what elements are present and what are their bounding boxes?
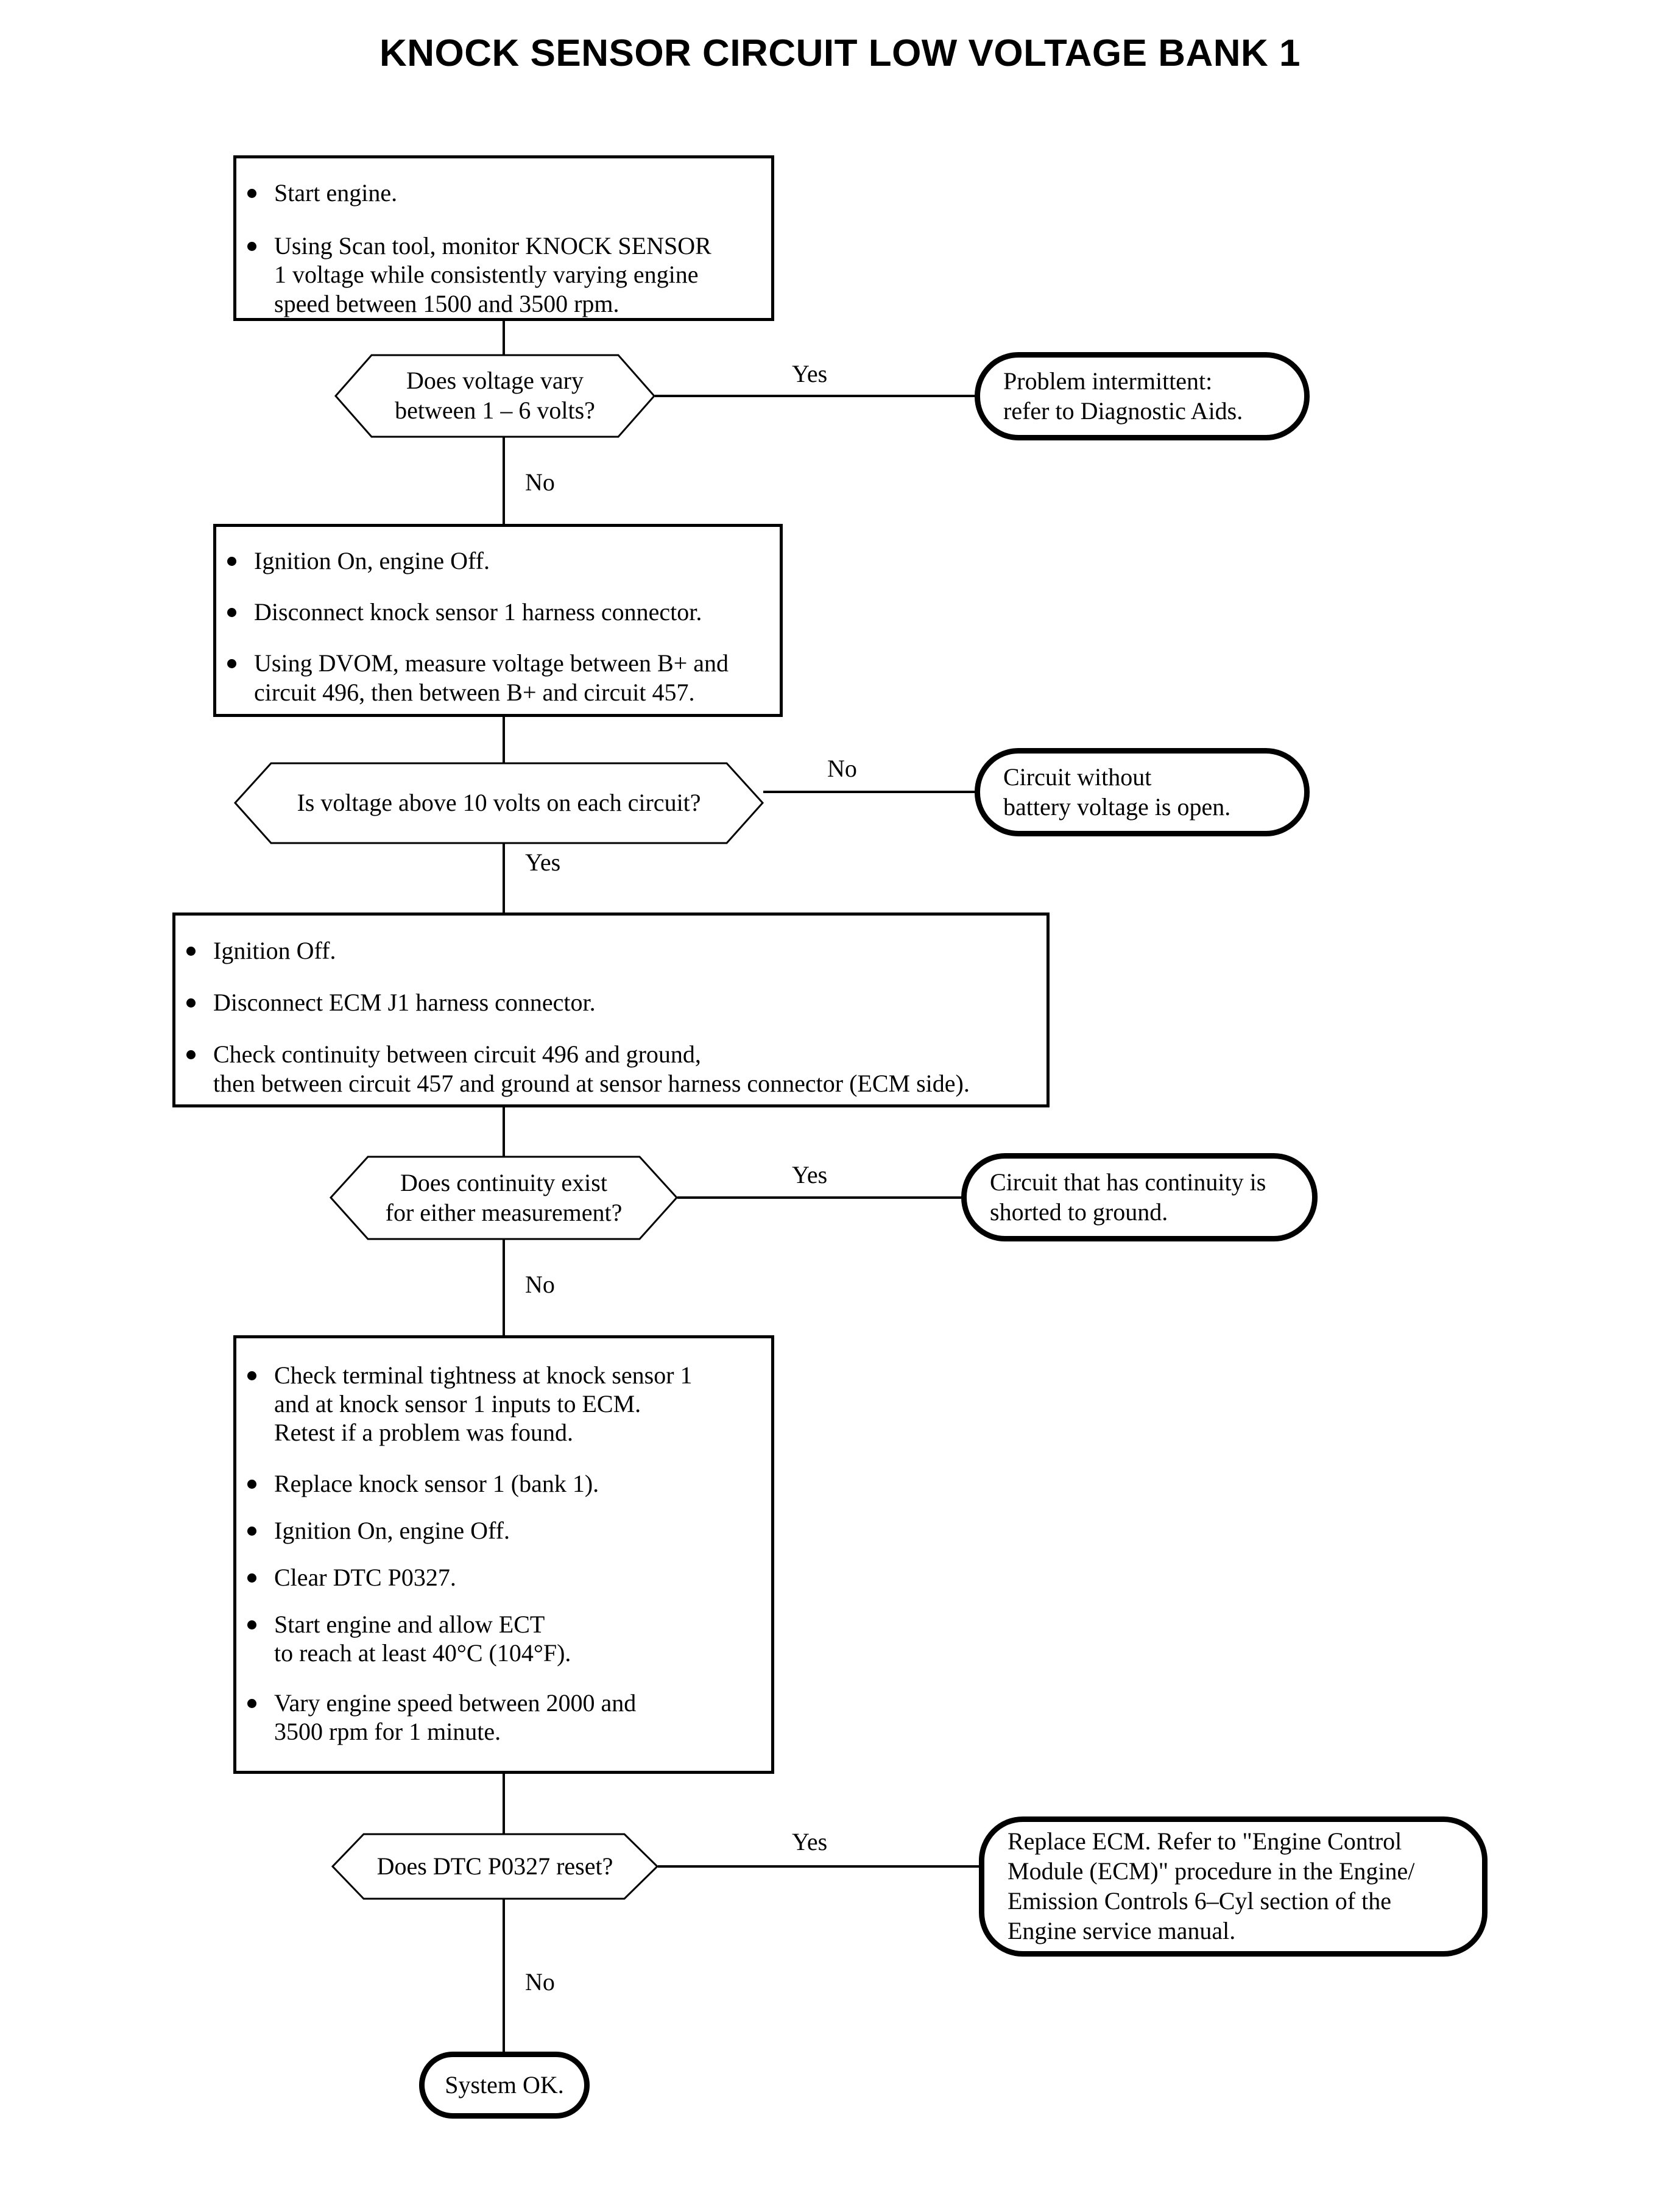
process-box-2: Ignition On, engine Off. Disconnect knoc… — [213, 524, 783, 717]
bullet-item: Check continuity between circuit 496 and… — [175, 1040, 1046, 1097]
decision-3-no-label: No — [525, 1271, 555, 1298]
bullet-line: to reach at least 40°C (104°F). — [274, 1639, 571, 1667]
bullet-line: Disconnect knock sensor 1 harness connec… — [254, 598, 702, 626]
bullet-line: then between circuit 457 and ground at s… — [213, 1069, 970, 1097]
decision-2-yes-label: Yes — [525, 849, 561, 876]
terminator-2-text: Circuit without battery voltage is open. — [1003, 763, 1230, 822]
decision-4-yes-label: Yes — [792, 1828, 828, 1855]
process-4-bullets: Check terminal tightness at knock sensor… — [236, 1338, 771, 1746]
decision-2-no-label: No — [827, 755, 857, 782]
decision-1-text: Does voltage vary between 1 – 6 volts? — [335, 355, 655, 437]
terminator-line: Engine service manual. — [1008, 1916, 1236, 1944]
process-3-bullets: Ignition Off. Disconnect ECM J1 harness … — [175, 916, 1046, 1098]
terminator-line: Problem intermittent: — [1003, 367, 1213, 395]
bullet-item: Ignition On, engine Off. — [236, 1516, 771, 1545]
bullet-line: Start engine. — [274, 179, 398, 207]
decision-line: between 1 – 6 volts? — [395, 397, 595, 424]
terminator-shorted-to-ground: Circuit that has continuity is shorted t… — [961, 1153, 1318, 1241]
bullet-line: Check continuity between circuit 496 and… — [213, 1040, 701, 1068]
decision-1-hexagon — [334, 354, 655, 438]
bullet-line: Start engine and allow ECT — [274, 1611, 545, 1639]
decision-2-text: Is voltage above 10 volts on each circui… — [235, 763, 763, 844]
bullet-item: Ignition On, engine Off. — [216, 546, 780, 575]
bullet-line: 1 voltage while consistently varying eng… — [274, 261, 699, 289]
bullet-line: Using DVOM, measure voltage between B+ a… — [254, 649, 729, 677]
decision-2: Is voltage above 10 volts on each circui… — [233, 762, 764, 844]
bullet-line: Ignition On, engine Off. — [274, 1516, 510, 1544]
decision-3-text: Does continuity exist for either measure… — [330, 1156, 677, 1240]
bullet-item: Start engine and allow ECT to reach at l… — [236, 1610, 771, 1667]
terminator-1-text: Problem intermittent: refer to Diagnosti… — [1003, 367, 1243, 426]
decision-3: Does continuity exist for either measure… — [329, 1156, 679, 1240]
terminator-line: Circuit that has continuity is — [990, 1168, 1266, 1196]
bullet-item: Check terminal tightness at knock sensor… — [236, 1361, 771, 1447]
bullet-line: Clear DTC P0327. — [274, 1563, 456, 1591]
process-2-bullets: Ignition On, engine Off. Disconnect knoc… — [216, 527, 780, 707]
bullet-line: speed between 1500 and 3500 rpm. — [274, 289, 619, 317]
terminator-circuit-open: Circuit without battery voltage is open. — [975, 748, 1310, 836]
bullet-item: Using Scan tool, monitor KNOCK SENSOR 1 … — [236, 231, 771, 318]
bullet-item: Ignition Off. — [175, 936, 1046, 965]
bullet-item: Using DVOM, measure voltage between B+ a… — [216, 649, 780, 706]
decision-line: Does voltage vary — [406, 367, 584, 395]
terminator-3-text: Circuit that has continuity is shorted t… — [990, 1168, 1266, 1227]
decision-2-hexagon — [233, 762, 764, 844]
page-title: KNOCK SENSOR CIRCUIT LOW VOLTAGE BANK 1 — [379, 32, 1301, 74]
bullet-line: Ignition On, engine Off. — [254, 547, 490, 574]
bullet-line: 3500 rpm for 1 minute. — [274, 1717, 501, 1745]
bullet-line: and at knock sensor 1 inputs to ECM. — [274, 1390, 641, 1418]
terminator-line: Module (ECM)" procedure in the Engine/ — [1008, 1857, 1415, 1885]
bullet-line: Retest if a problem was found. — [274, 1419, 573, 1447]
terminator-5-text: System OK. — [445, 2071, 564, 2100]
terminator-system-ok: System OK. — [419, 2052, 590, 2119]
decision-1-no-label: No — [525, 468, 555, 496]
bullet-item: Start engine. — [236, 178, 771, 207]
decision-3-hexagon — [329, 1156, 679, 1240]
decision-line: Does DTC P0327 reset? — [376, 1852, 613, 1880]
bullet-line: Using Scan tool, monitor KNOCK SENSOR — [274, 232, 711, 260]
terminator-problem-intermittent: Problem intermittent: refer to Diagnosti… — [975, 352, 1310, 440]
bullet-line: Disconnect ECM J1 harness connector. — [213, 989, 596, 1017]
bullet-item: Replace knock sensor 1 (bank 1). — [236, 1469, 771, 1498]
terminator-line: shorted to ground. — [990, 1198, 1168, 1226]
decision-line: Does continuity exist — [400, 1168, 607, 1196]
decision-4-text: Does DTC P0327 reset? — [332, 1834, 658, 1899]
terminator-4-text: Replace ECM. Refer to "Engine Control Mo… — [1008, 1827, 1414, 1946]
terminator-line: Replace ECM. Refer to "Engine Control — [1008, 1827, 1402, 1855]
process-1-bullets: Start engine. Using Scan tool, monitor K… — [236, 158, 771, 318]
bullet-item: Disconnect ECM J1 harness connector. — [175, 988, 1046, 1017]
bullet-item: Disconnect knock sensor 1 harness connec… — [216, 598, 780, 626]
decision-line: Is voltage above 10 volts on each circui… — [297, 789, 701, 817]
bullet-line: Ignition Off. — [213, 937, 336, 964]
bullet-line: Vary engine speed between 2000 and — [274, 1689, 637, 1717]
terminator-line: Circuit without — [1003, 763, 1152, 791]
decision-3-yes-label: Yes — [792, 1161, 828, 1188]
terminator-line: Emission Controls 6–Cyl section of the — [1008, 1887, 1391, 1915]
process-box-4: Check terminal tightness at knock sensor… — [233, 1335, 774, 1774]
process-box-3: Ignition Off. Disconnect ECM J1 harness … — [172, 913, 1050, 1107]
bullet-item: Vary engine speed between 2000 and 3500 … — [236, 1689, 771, 1746]
bullet-line: circuit 496, then between B+ and circuit… — [254, 678, 695, 706]
terminator-line: battery voltage is open. — [1003, 793, 1231, 821]
terminator-replace-ecm: Replace ECM. Refer to "Engine Control Mo… — [979, 1816, 1488, 1957]
terminator-line: refer to Diagnostic Aids. — [1003, 397, 1243, 425]
terminator-line: System OK. — [445, 2071, 564, 2099]
process-box-1: Start engine. Using Scan tool, monitor K… — [233, 155, 774, 321]
bullet-line: Replace knock sensor 1 (bank 1). — [274, 1469, 599, 1497]
decision-line: for either measurement? — [385, 1198, 623, 1226]
bullet-item: Clear DTC P0327. — [236, 1563, 771, 1592]
decision-1-yes-label: Yes — [792, 360, 828, 387]
bullet-line: Check terminal tightness at knock sensor… — [274, 1361, 693, 1389]
decision-4-hexagon — [331, 1833, 659, 1900]
decision-4-no-label: No — [525, 1968, 555, 1996]
decision-4: Does DTC P0327 reset? — [331, 1833, 659, 1900]
decision-1: Does voltage vary between 1 – 6 volts? — [334, 354, 655, 438]
